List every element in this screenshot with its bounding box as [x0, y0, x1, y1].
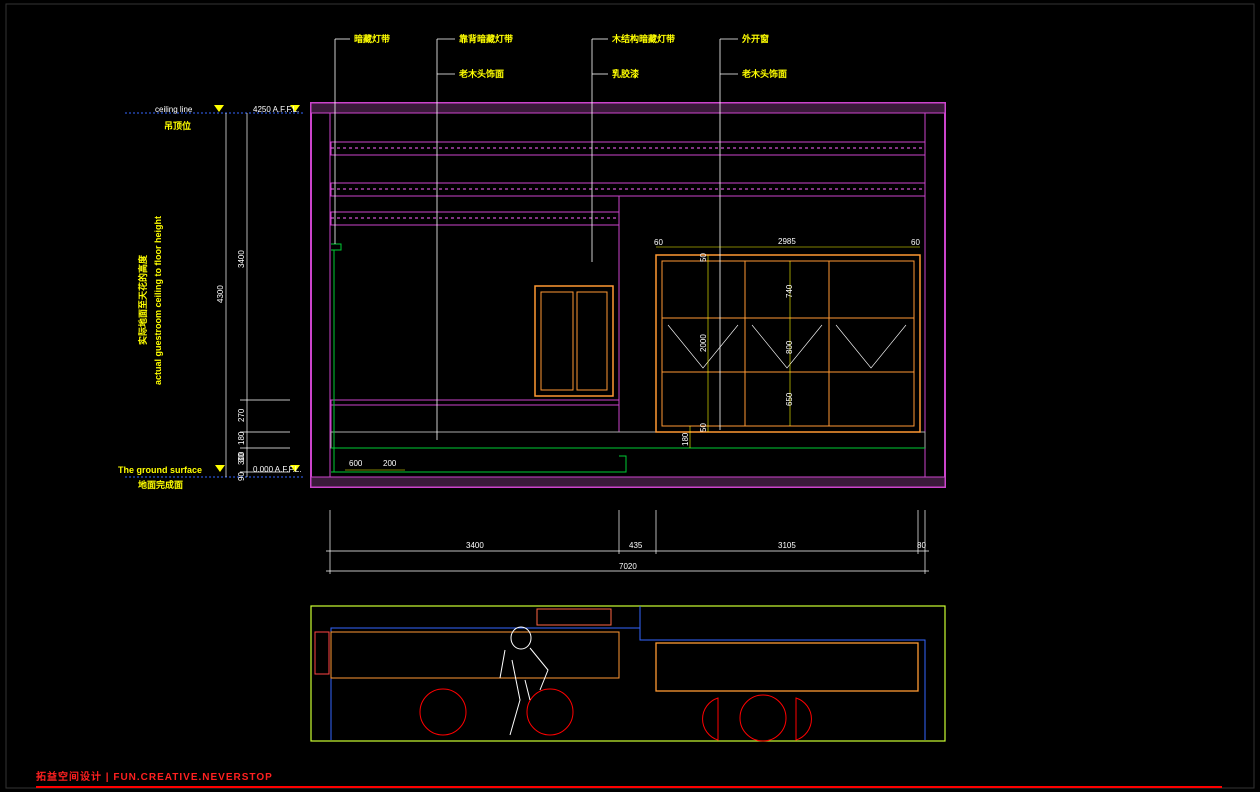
dim-600: 600 — [349, 459, 363, 468]
dim-650: 650 — [785, 392, 794, 406]
plan-left-unit — [314, 631, 330, 675]
dim-270: 270 — [237, 408, 246, 422]
seat-panel — [330, 431, 926, 449]
ceiling-val-marker — [290, 105, 300, 112]
ceiling-level-value: 4250 A.F.F.L. — [253, 105, 299, 114]
sheet-border — [5, 3, 1255, 789]
dim-window-60-right: 60 — [911, 238, 920, 247]
dim-30: 30 — [237, 453, 246, 462]
ground-label-en: The ground surface — [118, 465, 202, 475]
plan-door-panel — [536, 608, 612, 626]
vertical-note-en: actual guestroom ceiling to floor height — [153, 216, 163, 385]
ground-level-value: 0.000 A.F.F.L. — [253, 465, 301, 474]
elevation-view: 暗藏灯带 靠背暗藏灯带 老木头饰面 木结构暗藏灯带 乳胶漆 外开窗 老木头饰面 … — [118, 33, 946, 490]
callout-outward-window: 外开窗 — [741, 33, 769, 44]
callout-hidden-light-strip: 暗藏灯带 — [354, 33, 390, 44]
plan-stool-2 — [526, 688, 574, 736]
ceiling-label-en: ceiling line — [155, 105, 193, 114]
plan-outline — [310, 605, 946, 742]
floor-trim — [331, 455, 627, 473]
large-window — [655, 254, 921, 433]
dim-800: 800 — [785, 340, 794, 354]
elevation-top-band — [310, 102, 946, 114]
ceiling-level-marker — [214, 105, 224, 112]
door-window — [534, 285, 614, 397]
ceiling-bands — [330, 141, 926, 432]
ground-level-marker — [215, 465, 225, 472]
plan-wall-right — [639, 628, 926, 740]
plan-stool-1 — [419, 688, 467, 736]
dim-bottom-80: 80 — [917, 541, 926, 550]
callout-old-wood-finish-1: 老木头饰面 — [458, 68, 504, 79]
dim-window-width: 2985 — [778, 237, 796, 246]
opening-mark-3 — [835, 324, 907, 369]
dim-90: 90 — [237, 472, 246, 481]
elevation-frame — [310, 102, 946, 488]
plan-chair-right — [795, 697, 812, 741]
dim-bottom-total: 7020 — [619, 562, 637, 571]
dim-bottom-3105: 3105 — [778, 541, 796, 550]
wall-edge — [331, 243, 342, 251]
plan-human-figure — [499, 626, 549, 736]
ceiling-label-cn: 吊顶位 — [164, 120, 191, 131]
large-window-inner — [661, 260, 915, 427]
dim-740: 740 — [785, 284, 794, 298]
dim-200: 200 — [383, 459, 397, 468]
plan-chair-left — [702, 697, 719, 741]
callout-old-wood-finish-2: 老木头饰面 — [741, 68, 787, 79]
dim-180: 180 — [237, 431, 246, 445]
callout-backrest-light-strip: 靠背暗藏灯带 — [459, 33, 513, 44]
vertical-note-cn: 实际地面至天花的高度 — [137, 254, 148, 345]
dim-total-height: 4300 — [216, 285, 225, 303]
plan-window-seat — [655, 642, 919, 692]
large-window-outer — [655, 254, 921, 433]
inner-dimension-lines — [345, 246, 920, 471]
opening-mark-1 — [667, 324, 739, 369]
elevation-bottom-band — [310, 476, 946, 488]
dim-window-50-top: 50 — [699, 253, 708, 262]
plan-bench-back — [330, 631, 620, 679]
floor-plan — [310, 605, 946, 742]
dim-180-sill: 180 — [681, 432, 690, 446]
bench-paneling — [330, 243, 926, 473]
callout-wood-structure-light: 木结构暗藏灯带 — [611, 33, 675, 44]
dim-2000: 2000 — [699, 334, 708, 352]
bottom-dimension-chain — [326, 510, 929, 574]
door-window-pane-right — [576, 291, 608, 391]
left-dimension-lines — [225, 113, 290, 477]
dim-bottom-435: 435 — [629, 541, 643, 550]
door-window-frame — [534, 285, 614, 397]
dim-bottom-3400: 3400 — [466, 541, 484, 550]
callout-latex-paint: 乳胶漆 — [612, 68, 639, 79]
footer-brand: 拓益空间设计 | FUN.CREATIVE.NEVERSTOP — [36, 770, 273, 783]
plan-stool-3 — [739, 694, 787, 742]
ground-val-marker — [290, 465, 300, 472]
dim-window-50-bottom: 50 — [699, 423, 708, 432]
plan-wall — [330, 606, 641, 740]
dim-300: 300 — [237, 451, 246, 465]
opening-mark-2 — [751, 324, 823, 369]
ground-label-cn: 地面完成面 — [138, 479, 183, 490]
door-window-pane-left — [540, 291, 574, 391]
callout-leaders — [334, 38, 738, 440]
dim-window-60-left: 60 — [654, 238, 663, 247]
dim-upper-height: 3400 — [237, 250, 246, 268]
